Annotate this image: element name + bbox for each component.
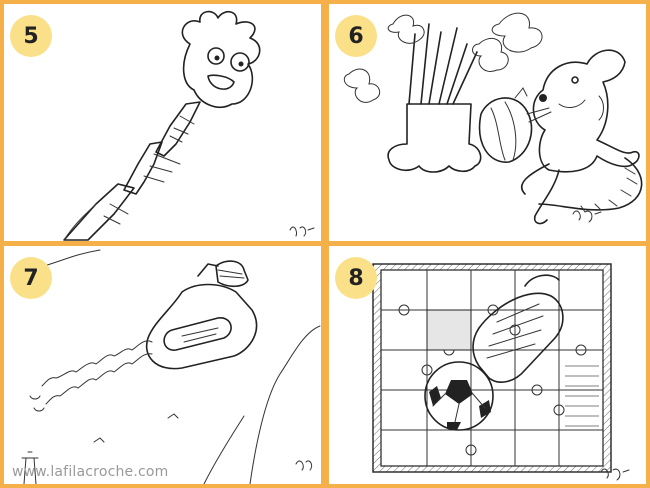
site-watermark: www.lafilacroche.com bbox=[12, 464, 169, 480]
panel-number-badge: 5 bbox=[10, 15, 52, 57]
panel-number-badge: 6 bbox=[335, 15, 377, 57]
panel-6: 6 bbox=[329, 4, 646, 241]
panel-number-badge: 8 bbox=[335, 257, 377, 299]
panel-5: 5 bbox=[4, 4, 321, 241]
ufo-drawing bbox=[21, 249, 321, 484]
panel-number-badge: 7 bbox=[10, 257, 52, 299]
soccer-puzzle-drawing bbox=[372, 263, 630, 481]
rocket-flame-drawing bbox=[63, 10, 315, 241]
panel-8: 8 bbox=[329, 246, 646, 484]
panel-7: 7 www.lafilacroche.com bbox=[4, 246, 321, 484]
rat-vegetables-drawing bbox=[343, 12, 643, 225]
